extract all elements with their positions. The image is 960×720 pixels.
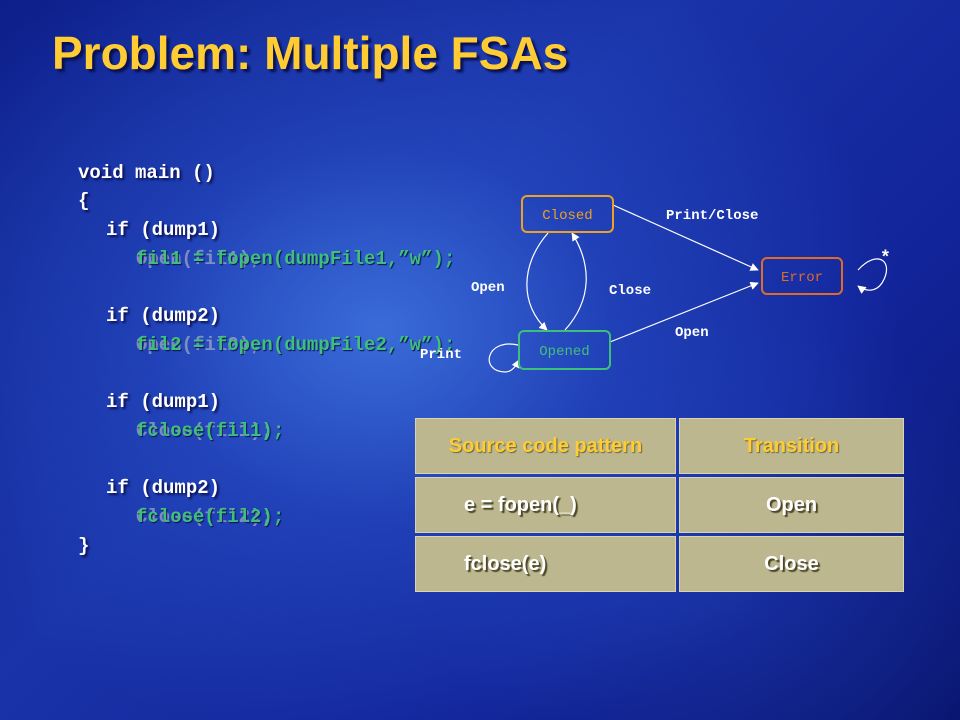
code-line-fopen-fil2: fil2 = fopen(dumpFile2,”w”); (136, 334, 456, 356)
edge-error-self (857, 258, 888, 294)
state-opened: Opened (518, 330, 611, 370)
edge-close (564, 232, 587, 331)
code-line-if-dump2-second: if (dump2) (106, 477, 221, 499)
code-line-if-dump1-second: if (dump1) (106, 391, 221, 413)
edge-open-error (609, 281, 759, 343)
table-cell-pattern-fopen: e = fopen(_) (415, 477, 676, 533)
table-cell-transition-close: Close (679, 536, 904, 592)
edge-label-any: * (880, 249, 891, 269)
edge-label-print: Print (420, 347, 462, 363)
state-closed-label: Closed (542, 208, 592, 224)
code-line-if-dump2: if (dump2) (106, 305, 221, 327)
edge-label-close: Close (609, 283, 651, 299)
code-line-fclose-fil2: fclose(fil2); (136, 506, 285, 528)
state-error: Error (761, 257, 843, 295)
edge-label-open-error: Open (675, 325, 709, 341)
code-line-fopen-fil1: fil1 = fopen(dumpFile1,”w”); (136, 248, 456, 270)
table-header-transition: Transition (679, 418, 904, 474)
edge-label-open: Open (471, 280, 505, 296)
edge-print-self (488, 343, 520, 373)
code-line-void-main: void main () (78, 162, 215, 184)
code-line-if-dump1: if (dump1) (106, 219, 221, 241)
state-opened-label: Opened (539, 344, 589, 360)
edge-open (526, 232, 549, 331)
state-error-label: Error (781, 270, 823, 286)
code-line-close-fil1: Close(fil1); (136, 420, 273, 442)
table-header-pattern: Source code pattern (415, 418, 676, 474)
code-line-fclose-fil1: fclose(fil1); (136, 420, 285, 442)
state-closed: Closed (521, 195, 614, 233)
table-cell-pattern-fclose: fclose(e) (415, 536, 676, 592)
code-line-open-fil2: Open(fil2); (136, 334, 262, 356)
edge-label-print-close: Print/Close (666, 208, 758, 224)
code-line-open-brace: { (78, 190, 90, 212)
slide-title: Problem: Multiple FSAs (52, 27, 569, 79)
code-line-open-fil1: Open(fil1); (136, 248, 262, 270)
code-line-close-brace: } (78, 535, 90, 557)
edge-print-close (612, 204, 759, 271)
code-line-close-fil2: Close(fil2); (136, 506, 273, 528)
table-cell-transition-open: Open (679, 477, 904, 533)
